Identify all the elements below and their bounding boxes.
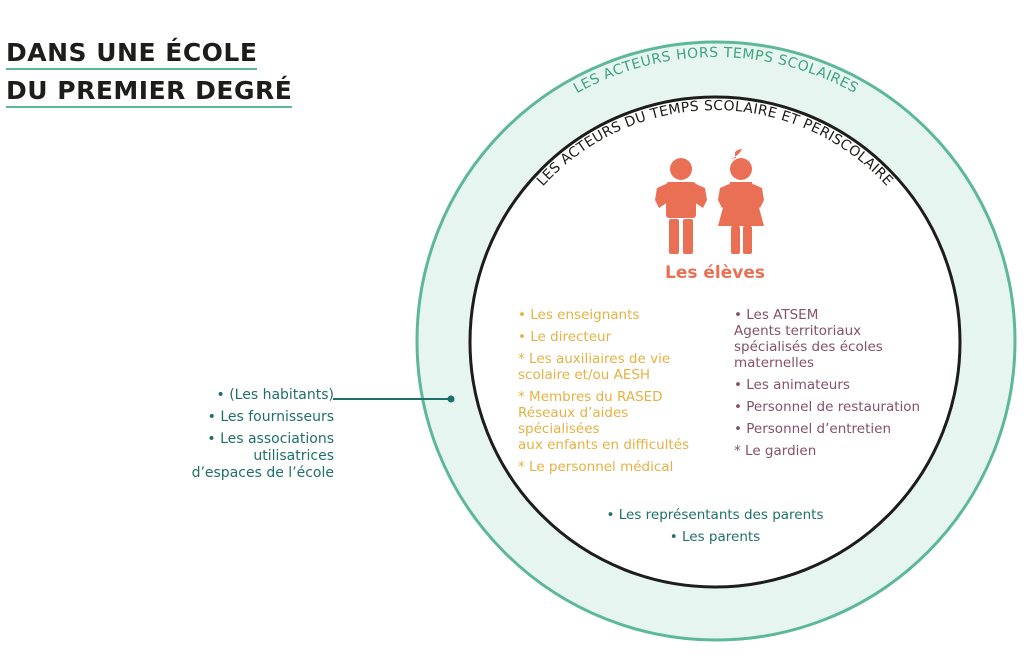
list-item: • Les fournisseurs [207, 409, 334, 425]
school-staff-list: • Les enseignants • Le directeur * Les aux… [518, 307, 689, 481]
territorial-staff-list: • Les ATSEM Agents territoriaux spéciali… [734, 307, 920, 465]
page-title-line2: DU PREMIER DEGRÉ [6, 76, 293, 108]
list-item: • Les enseignants [518, 307, 640, 323]
list-item: • Les animateurs [734, 377, 850, 393]
list-item: • (Les habitants) [216, 387, 335, 403]
inner-circle [468, 95, 962, 589]
list-item: * Les auxiliaires de vie scolaire et/ou … [518, 351, 671, 383]
list-item: • Le directeur [518, 329, 612, 345]
outside-actors-list: • (Les habitants) • Les fournisseurs • Les… [192, 387, 334, 487]
page-title-line1: DANS UNE ÉCOLE [6, 38, 258, 70]
list-item: * Le personnel médical [518, 459, 674, 475]
list-item: • Les parents [669, 529, 761, 545]
list-item: • Les représentants des parents [606, 507, 824, 523]
list-item: * Le gardien [734, 443, 817, 459]
list-item: • Les associations utilisatrices d’espac… [191, 431, 334, 481]
list-item: • Les ATSEM Agents territoriaux spéciali… [734, 307, 883, 371]
girl-student-icon [718, 149, 764, 254]
list-item: • Personnel d’entretien [734, 421, 892, 437]
boy-student-icon [655, 158, 707, 254]
list-item: • Personnel de restauration [734, 399, 921, 415]
parents-list: • Les représentants des parents • Les par… [495, 504, 935, 548]
students-label: Les élèves [664, 263, 766, 283]
connector-dot [447, 395, 455, 403]
list-item: * Membres du RASED Réseaux d’aides spéci… [518, 389, 690, 453]
